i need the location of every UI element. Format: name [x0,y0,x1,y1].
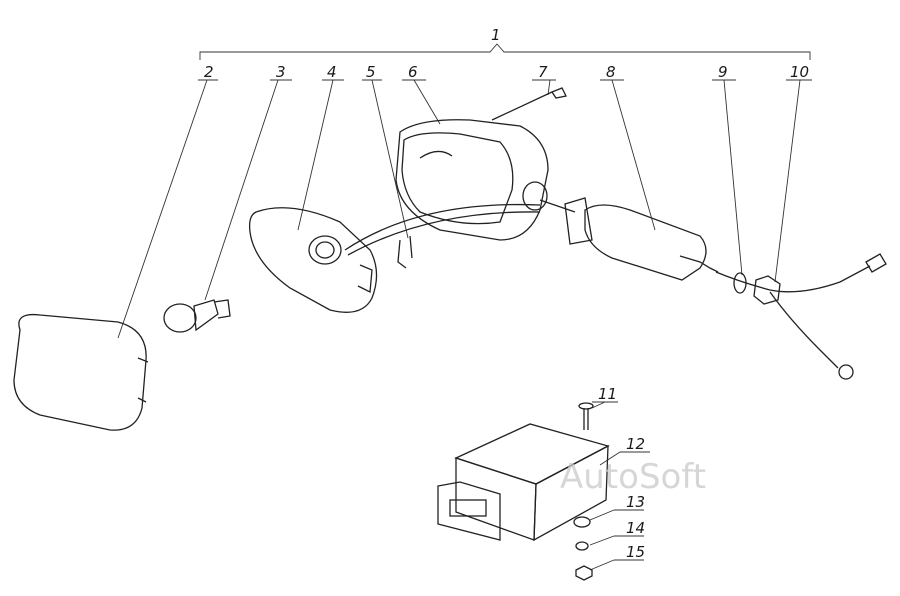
part-screw-7 [491,87,567,121]
terminal-ring [838,364,854,380]
watermark: AutoSoft [560,457,706,497]
part-clip [397,235,413,269]
leader-lines [117,79,812,571]
callout-7: 7 [538,63,548,81]
part-lens [13,313,149,431]
callout-4: 4 [327,63,337,81]
callout-3: 3 [276,63,286,81]
part-relay-box [437,423,610,542]
callout-6: 6 [408,63,418,81]
part-housing [395,119,549,241]
callout-14: 14 [626,519,645,537]
callout-8: 8 [606,63,616,81]
part-stem [539,197,719,281]
part-reflector [248,207,378,313]
group-bracket [199,43,811,60]
callout-12: 12 [626,435,645,453]
part-nut-10 [753,275,781,305]
part-washer-9 [733,272,747,294]
callout-15: 15 [626,543,645,561]
callout-10: 10 [790,63,809,81]
callout-2: 2 [204,63,214,81]
part-washer-14 [575,541,589,551]
terminal-flat [865,253,887,273]
part-screw-11 [578,402,594,430]
part-washer-13 [573,516,591,528]
callout-13: 13 [626,493,645,511]
callout-5: 5 [366,63,376,81]
part-bulb [163,299,231,333]
callout-1: 1 [491,26,501,44]
callout-9: 9 [718,63,728,81]
part-nut-15 [575,565,593,581]
callout-11: 11 [598,385,617,403]
